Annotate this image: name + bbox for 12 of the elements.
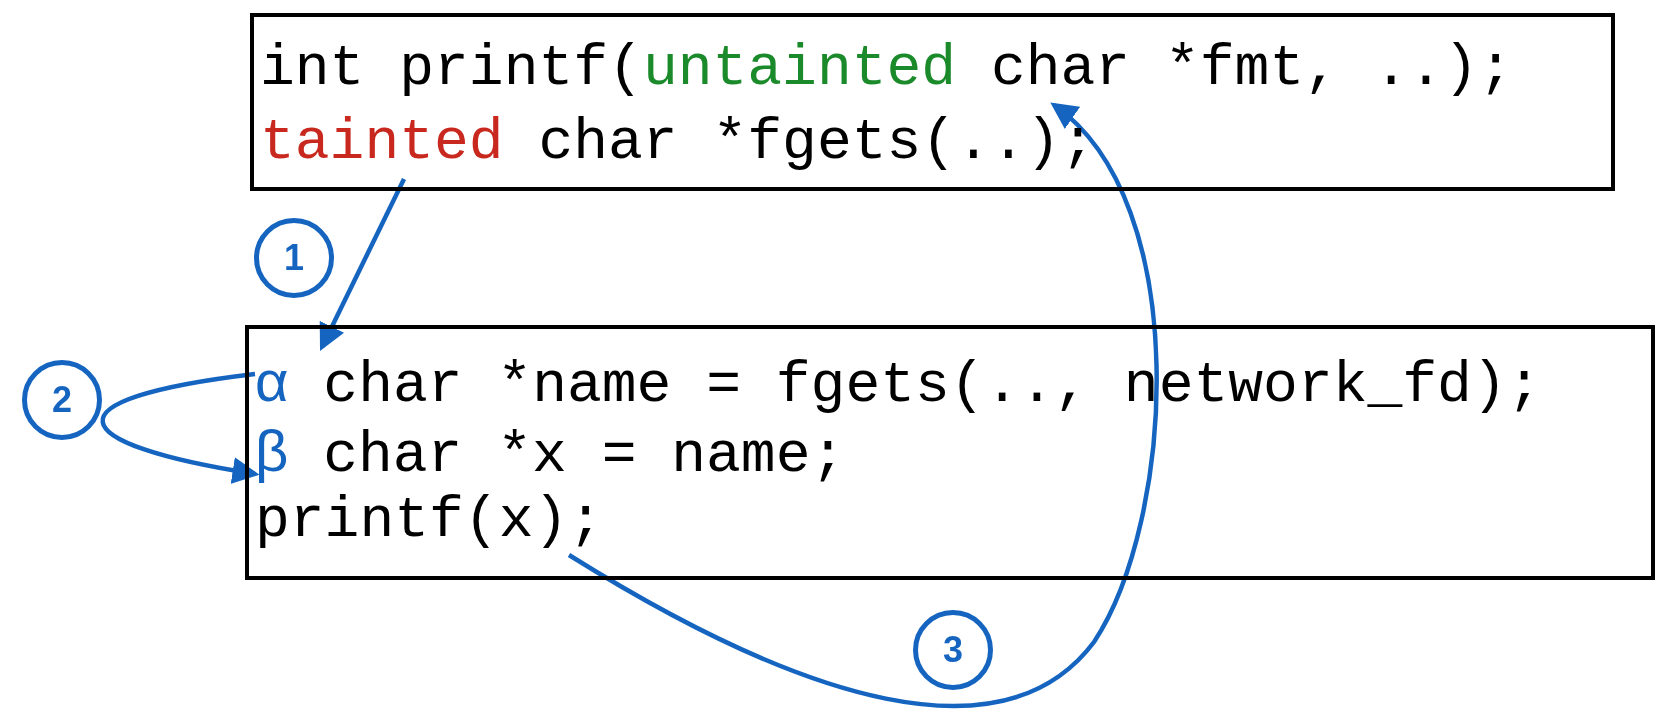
callout-number: 2: [22, 360, 102, 440]
arrow: [101, 371, 260, 484]
code-line: int printf(untainted char *fmt, ..);: [260, 35, 1600, 105]
code-line: printf(x);: [255, 487, 1645, 555]
code-box: [245, 325, 1655, 580]
code-line: β char *x = name;: [255, 417, 1645, 485]
code-box: [250, 13, 1615, 191]
callout-number: 1: [254, 218, 334, 298]
arrow: [319, 178, 407, 352]
code-line: tainted char *fgets(..);: [260, 109, 1600, 179]
callout-number: 3: [913, 610, 993, 690]
arrow: [567, 102, 1159, 708]
